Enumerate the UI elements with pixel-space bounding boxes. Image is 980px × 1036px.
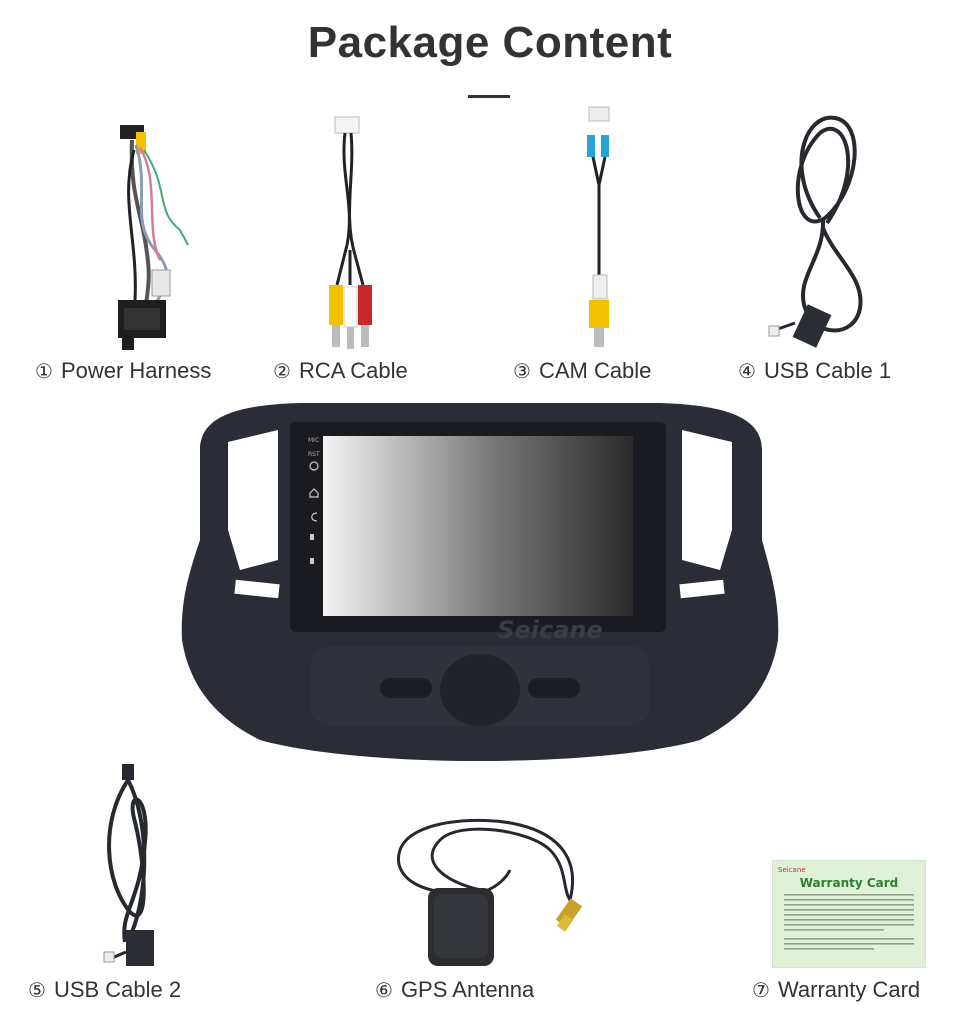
page-title: Package Content <box>307 18 673 67</box>
usb-cable-2-image <box>90 762 170 972</box>
power-harness-image <box>100 120 200 355</box>
title-underline <box>468 95 510 98</box>
rst-label: RST <box>308 451 320 458</box>
card-title: Warranty Card <box>800 876 899 890</box>
brand-logo: Seicane <box>497 616 603 644</box>
mic-label: MIC <box>308 437 319 444</box>
gps-antenna-image <box>390 810 600 975</box>
usb-cable-1-image <box>765 108 875 353</box>
head-unit-image: MIC RST Seicane <box>180 400 780 770</box>
card-brand: Seicane <box>778 866 806 874</box>
warranty-card-image: Seicane Warranty Card <box>772 860 926 968</box>
rca-cable-image <box>315 115 385 355</box>
cam-cable-image <box>575 105 625 355</box>
